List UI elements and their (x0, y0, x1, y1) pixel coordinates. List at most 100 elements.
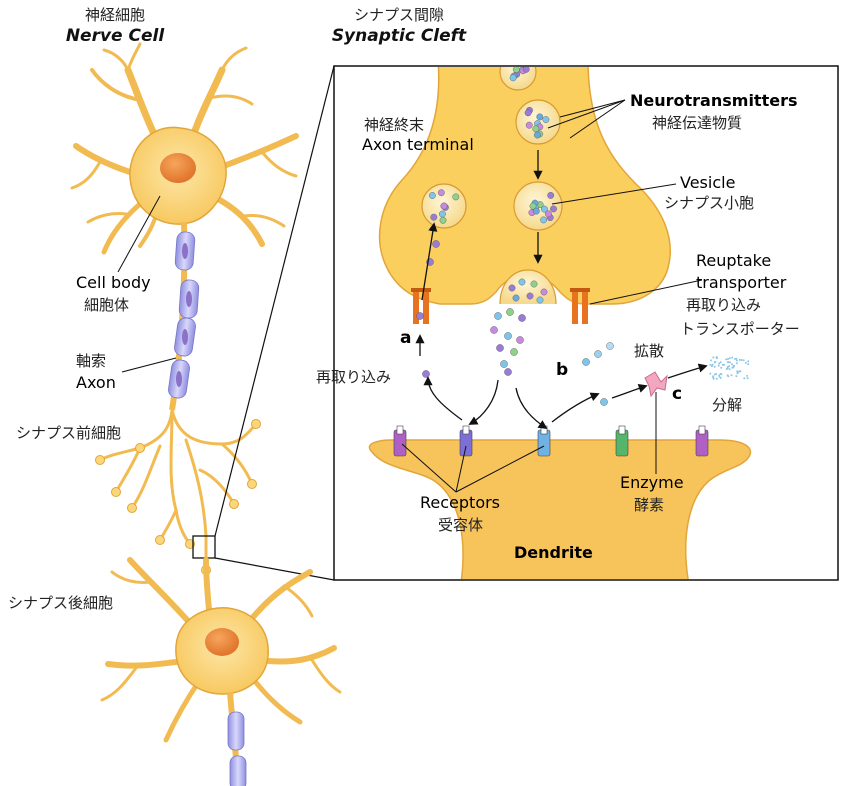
step-b-label: b (556, 360, 569, 380)
synaptic-cleft-en-label: Synaptic Cleft (331, 26, 467, 46)
enzyme-en-label: Enzyme (620, 473, 684, 492)
breakdown-dot (735, 362, 738, 365)
breakdown-dot (725, 358, 728, 361)
free-neurotransmitter (496, 344, 504, 352)
zoom-indicator (192, 535, 216, 559)
neurotransmitter-dot (534, 131, 541, 139)
breakdown-dot (731, 356, 734, 359)
terminal-bouton (111, 487, 121, 497)
breakdown-dot (740, 359, 743, 361)
neurotransmitter-dot (536, 296, 544, 304)
diffusion-jp-label: 拡散 (634, 342, 665, 360)
neurotransmitter-dot (512, 294, 520, 302)
free-neurotransmitter (516, 336, 524, 344)
terminal-bouton (247, 479, 257, 489)
breakdown-dot (709, 363, 712, 366)
postsynaptic-neuron (100, 557, 342, 786)
reuptake-transporter-jp-label-1: 再取り込み (686, 296, 762, 314)
breakdown-dot (719, 372, 722, 375)
nucleus-top (160, 153, 196, 183)
neurotransmitter-dot (439, 216, 447, 224)
breakdown-dot (746, 374, 749, 377)
neurotransmitter-dot (452, 193, 460, 201)
step-c-label: c (672, 384, 683, 404)
neurotransmitter-dot (529, 202, 537, 210)
breakdown-dot (727, 358, 729, 360)
myelin-nucleus (182, 243, 188, 259)
free-neurotransmitter (506, 308, 514, 316)
nucleus-bottom (205, 628, 239, 656)
neurotransmitter-dot (525, 121, 533, 129)
presynaptic-cell-label: シナプス前細胞 (16, 424, 122, 442)
free-neurotransmitter (500, 360, 508, 368)
breakdown-dot (714, 360, 717, 363)
free-neurotransmitter (504, 368, 512, 376)
breakdown-dot (727, 361, 730, 364)
neurotransmitters-jp-label: 神経伝達物質 (652, 114, 743, 132)
free-neurotransmitter (518, 314, 526, 322)
reuptake-transporter-en-label-1: Reuptake (696, 251, 772, 270)
breakdown-dot (746, 377, 749, 380)
neurotransmitter-dot (518, 278, 526, 286)
myelin-nucleus (186, 291, 192, 307)
breakdown-dot (709, 372, 712, 375)
neurotransmitter-dot (545, 210, 552, 218)
breakdown-dot (712, 356, 715, 359)
enzyme-jp-label: 酵素 (634, 496, 665, 514)
neurotransmitter-dot (437, 189, 445, 197)
breakdown-dot (711, 363, 714, 366)
neurotransmitter-particles (416, 240, 614, 406)
neurotransmitter-dot (430, 213, 438, 221)
neurotransmitters-en-label: Neurotransmitters (630, 91, 798, 110)
terminal-bouton (127, 503, 137, 513)
reuptake-transporter-en-label-2: transporter (696, 273, 787, 292)
receptor-site (396, 425, 404, 435)
vesicle-en-label: Vesicle (680, 173, 736, 192)
vesicle-jp-label: シナプス小胞 (664, 194, 755, 212)
receptor-site (618, 425, 626, 435)
myelin-nucleus (182, 329, 188, 345)
neurotransmitter-dot (542, 116, 550, 124)
terminal-bouton (251, 419, 261, 429)
receptors-en-label: Receptors (420, 493, 501, 512)
free-neurotransmitter (510, 348, 518, 356)
neurotransmitter-dot (428, 192, 436, 199)
terminal-bouton (185, 539, 195, 549)
breakdown-dot (719, 377, 722, 379)
neurotransmitter-dot (541, 205, 548, 213)
terminal-bouton (229, 499, 239, 509)
breakdown-dot (734, 357, 736, 360)
neurotransmitter-dot (540, 216, 547, 224)
neurotransmitter-dot (522, 67, 530, 73)
breakdown-dot (727, 375, 730, 378)
free-neurotransmitter (432, 240, 440, 248)
breakdown-dot (738, 358, 741, 361)
cell-body-jp-label: 細胞体 (84, 296, 130, 314)
free-neurotransmitter (490, 326, 498, 334)
axon-terminal-jp-label: 神経終末 (364, 116, 425, 134)
terminal-bouton (95, 455, 105, 465)
neurotransmitter-dot (547, 191, 555, 199)
reuptake-transporter-left (411, 288, 431, 324)
nerve-cell-jp-label: 神経細胞 (84, 6, 145, 24)
breakdown-particles (709, 356, 750, 380)
axon-terminal-en-label: Axon terminal (362, 135, 474, 154)
neurotransmitter-dot (540, 288, 548, 296)
breakdown-dot (743, 377, 746, 380)
axon-en-label: Axon (76, 373, 116, 392)
breakdown-dot (735, 375, 738, 378)
breakdown-dot (744, 361, 747, 364)
free-neurotransmitter (594, 350, 602, 358)
neurotransmitter-dot (509, 74, 517, 82)
neurotransmitter-dot (550, 205, 557, 213)
neurotransmitter-dot (440, 202, 448, 210)
neurotransmitter-dot (530, 280, 538, 288)
presynaptic-neuron (70, 42, 299, 575)
free-neurotransmitter (422, 370, 430, 378)
postsynaptic-cell-label: シナプス後細胞 (8, 594, 114, 612)
breakdown-dot (728, 365, 731, 368)
neurotransmitter-dot (438, 210, 446, 218)
breakdown-dot (732, 366, 735, 369)
breakdown-dot (712, 377, 715, 380)
